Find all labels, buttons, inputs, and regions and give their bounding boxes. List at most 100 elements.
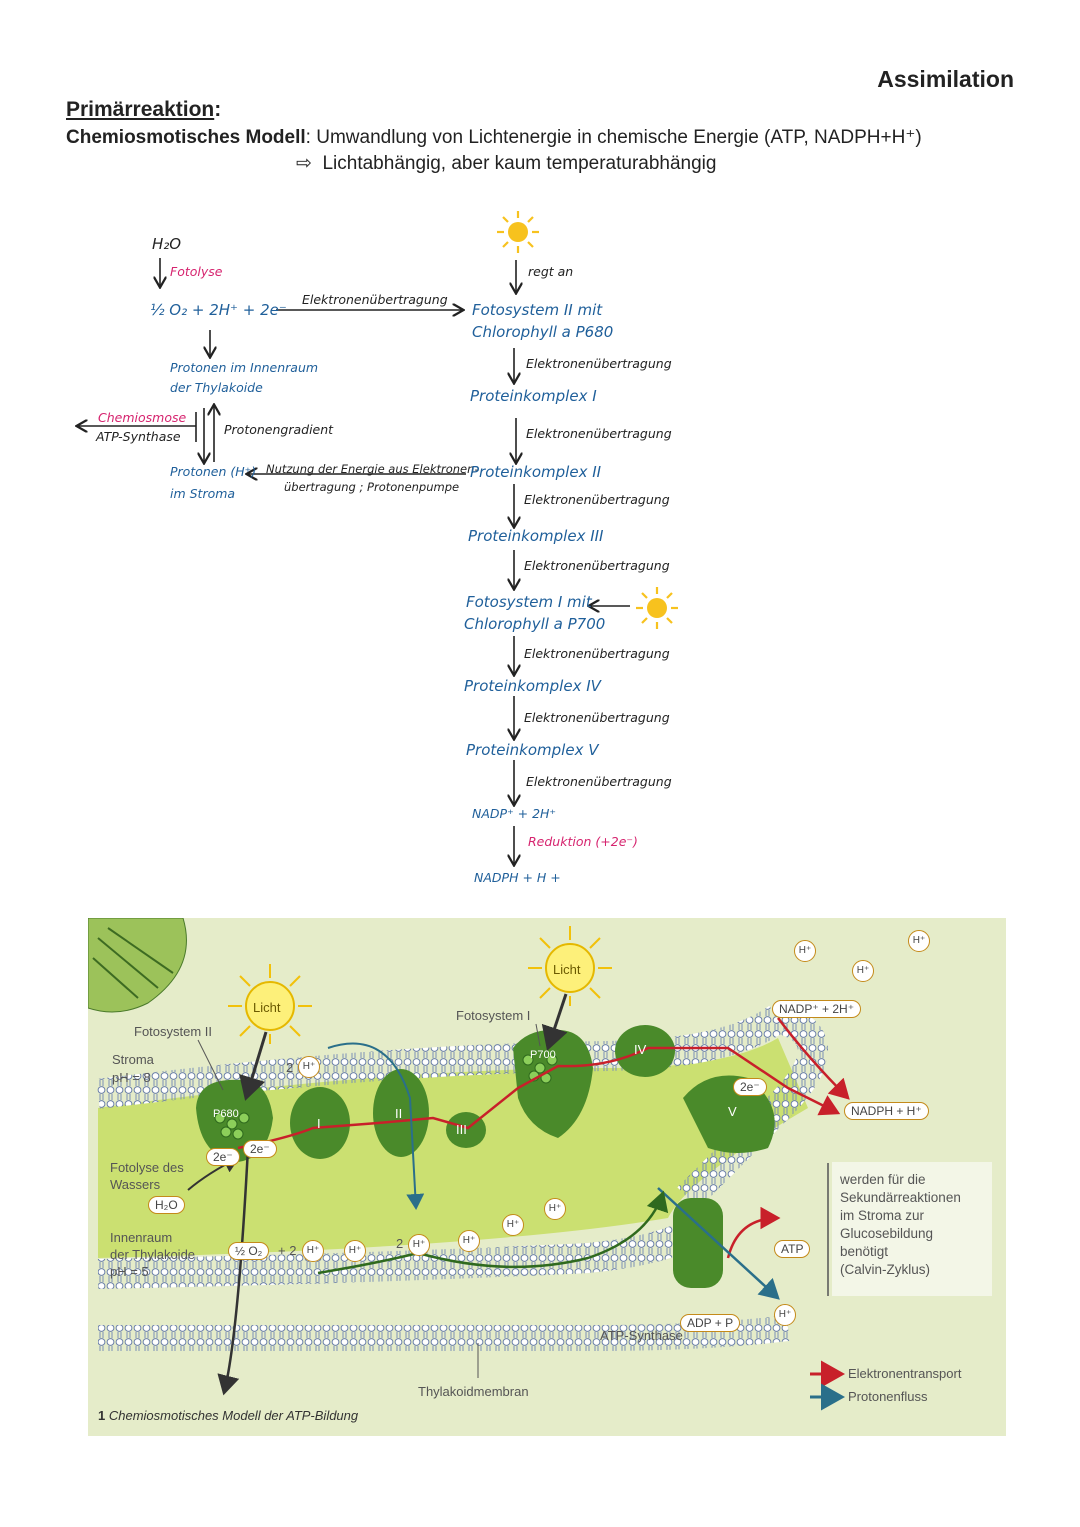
flow-atp-synthase: ATP-Synthase	[96, 429, 181, 444]
label-fotosystem-ii: Fotosystem II	[134, 1024, 213, 1039]
flow-nadph: NADPH + H +	[474, 870, 561, 885]
chip-adp: ADP + P	[680, 1314, 741, 1332]
h-ion-10: H⁺	[908, 930, 930, 952]
flow-nutzung-1: Nutzung der Energie aus Elektronen-	[266, 462, 479, 476]
chip-h2o: H₂O	[148, 1196, 185, 1214]
flow-reduktion: Reduktion (+2e⁻)	[528, 834, 638, 849]
sun-icon-right	[636, 587, 678, 629]
flow-protonen-innen-2: der Thylakoide	[170, 380, 263, 395]
flow-chain-label-1: Elektronenübertragung	[526, 356, 672, 371]
flow-chain-label-2: Elektronenübertragung	[526, 426, 672, 441]
flow-protonen-stroma-1: Protonen (H⁺)	[170, 464, 257, 479]
flow-arrows	[0, 211, 678, 900]
flow-elektronen-top: Elektronenübertragung	[302, 292, 448, 307]
label-wasser: Wassers	[110, 1177, 161, 1192]
flow-fs2-2: Chlorophyll a P680	[472, 323, 614, 341]
h-ion-5: H⁺	[502, 1214, 524, 1236]
chip-half-o2: ½ O₂	[228, 1242, 270, 1260]
model-definition: Chemiosmotisches Modell: Umwandlung von …	[66, 126, 922, 149]
flow-nadp: NADP⁺ + 2H⁺	[472, 806, 557, 821]
chip-nadp: NADP⁺ + 2H⁺	[772, 1000, 862, 1018]
flow-h2o: H₂O	[152, 235, 182, 253]
flow-pk4: Proteinkomplex IV	[464, 677, 601, 695]
label-atp-synthase: ATP-Synthase	[600, 1328, 683, 1343]
model-text: : Umwandlung von Lichtenergie in chemisc…	[305, 127, 922, 148]
flow-products: ½ O₂ + 2H⁺ + 2e⁻	[150, 301, 287, 319]
section-heading: Primärreaktion:	[66, 98, 221, 122]
flow-chain-label-3: Elektronenübertragung	[524, 492, 670, 507]
chip-nadph: NADPH + H⁺	[844, 1102, 929, 1120]
h-ion-6: H⁺	[544, 1198, 566, 1220]
flow-chain-label-7: Elektronenübertragung	[526, 774, 672, 789]
note-line-5: benötigt	[840, 1244, 889, 1259]
flow-chain-label-5: Elektronenübertragung	[524, 646, 670, 661]
implication-line: ⇨ Lichtabhängig, aber kaum temperaturabh…	[296, 152, 716, 175]
flow-pk3: Proteinkomplex III	[468, 527, 604, 545]
figure-graphics	[88, 918, 850, 1411]
implication-arrow-icon: ⇨	[296, 153, 312, 174]
flow-nutzung-2: übertragung ; Protonenpumpe	[284, 480, 460, 494]
h-ion-8: H⁺	[794, 940, 816, 962]
h-ion-11: H⁺	[774, 1304, 796, 1326]
sun-icon-top	[497, 211, 539, 253]
flow-protonen-stroma-2: im Stroma	[170, 486, 236, 501]
label-thylakoide: der Thylakoide	[110, 1247, 196, 1262]
flow-chain-label-4: Elektronenübertragung	[524, 558, 670, 573]
label-complex-i: I	[317, 1116, 321, 1131]
flow-protonengradient: Protonengradient	[224, 422, 334, 437]
flow-chemiosmose: Chemiosmose	[98, 410, 187, 425]
flow-regt-an: regt an	[528, 264, 574, 279]
flow-fotolyse: Fotolyse	[170, 264, 223, 279]
h-ion-1: H⁺	[302, 1240, 324, 1262]
label-thylakoidmembran: Thylakoidmembran	[418, 1384, 529, 1399]
label-complex-ii: II	[395, 1106, 403, 1121]
note-line-4: Glucosebildung	[840, 1226, 934, 1241]
label-plus-two: + 2	[278, 1243, 297, 1258]
page-title: Assimilation	[877, 66, 1014, 92]
flow-pk2: Proteinkomplex II	[470, 463, 602, 481]
note-line-3: im Stroma zur	[840, 1208, 925, 1223]
h-ion-2: H⁺	[344, 1240, 366, 1262]
flow-fs2-1: Fotosystem II mit	[472, 301, 603, 319]
label-two-lumen: 2	[396, 1236, 404, 1251]
h-ion-4: H⁺	[458, 1230, 480, 1252]
chip-2e-c: 2e⁻	[733, 1078, 767, 1096]
flow-pk1: Proteinkomplex I	[470, 387, 597, 405]
flow-pk5: Proteinkomplex V	[466, 741, 599, 759]
label-p680: P680	[213, 1108, 239, 1120]
chip-2e-a: 2e⁻	[206, 1148, 240, 1166]
licht-label-2: Licht	[553, 962, 581, 977]
label-stroma: Stroma	[112, 1052, 154, 1067]
flow-protonen-innen-1: Protonen im Innenraum	[170, 360, 319, 375]
licht-label-1: Licht	[253, 1000, 281, 1015]
implication-text: Lichtabhängig, aber kaum temperaturabhän…	[322, 153, 717, 174]
flow-fs1-2: Chlorophyll a P700	[464, 615, 606, 633]
label-fotosystem-i: Fotosystem I	[456, 1008, 531, 1023]
label-innenraum: Innenraum	[110, 1230, 173, 1245]
label-stroma-ph: pH = 8	[112, 1070, 151, 1085]
legend-protonenfluss: Protonenfluss	[848, 1389, 928, 1404]
caption-text: Chemiosmotisches Modell der ATP-Bildung	[108, 1408, 359, 1423]
label-innen-ph: pH = 5	[110, 1264, 149, 1279]
legend-elektronentransport: Elektronentransport	[848, 1366, 962, 1381]
figure-caption: 1 Chemiosmotisches Modell der ATP-Bildun…	[98, 1408, 358, 1423]
model-term: Chemiosmotisches Modell	[66, 127, 306, 148]
flow-fs1-1: Fotosystem I mit	[466, 593, 592, 611]
section-heading-text: Primärreaktion	[66, 98, 215, 121]
label-fotolyse: Fotolyse des	[110, 1160, 184, 1175]
h-ion-7: H⁺	[298, 1056, 320, 1078]
note-line-6: (Calvin-Zyklus)	[840, 1262, 931, 1277]
caption-number: 1	[98, 1408, 106, 1423]
label-two-stroma: 2	[286, 1060, 294, 1075]
h-ion-9: H⁺	[852, 960, 874, 982]
h-ion-3: H⁺	[408, 1234, 430, 1256]
label-complex-v: V	[728, 1104, 737, 1119]
chemiosmosis-figure: Licht Licht Fotosystem II Fotosystem I S…	[88, 918, 1006, 1436]
label-p700: P700	[530, 1049, 556, 1061]
chip-2e-b: 2e⁻	[243, 1140, 277, 1158]
label-complex-iii: III	[456, 1122, 467, 1137]
chip-atp: ATP	[774, 1240, 811, 1258]
note-line-2: Sekundärreaktionen	[840, 1190, 961, 1205]
note-panel	[832, 1162, 992, 1296]
label-complex-iv: IV	[634, 1042, 647, 1057]
